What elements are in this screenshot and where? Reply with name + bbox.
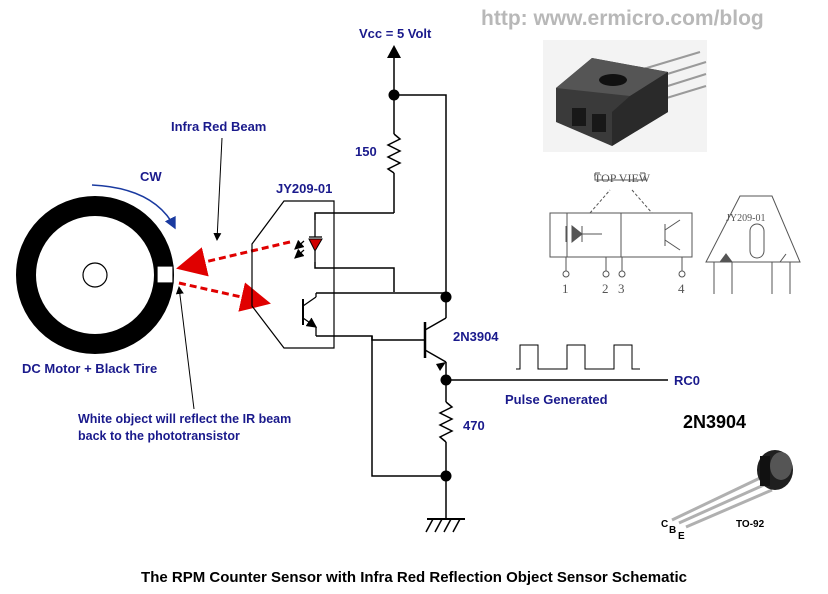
pin-label-3: 3 — [618, 281, 625, 296]
to92-transistor — [671, 450, 793, 529]
note-pointer — [175, 286, 195, 410]
pin-c-label: C — [661, 519, 668, 530]
reflective-marker — [156, 265, 174, 284]
pin-label-1: 1 — [562, 281, 569, 296]
sensor-package-outline — [705, 195, 801, 294]
note-line-1: White object will reflect the IR beam — [78, 412, 291, 426]
note-line-2: back to the phototransistor — [78, 429, 240, 443]
junction-dots — [388, 89, 452, 482]
pin-label-2: 2 — [602, 281, 609, 296]
pin-b-label: B — [669, 525, 676, 536]
to92-label: TO-92 — [736, 519, 765, 530]
rotation-arrow — [91, 184, 176, 230]
phototransistor — [302, 293, 318, 336]
vcc-label: Vcc = 5 Volt — [359, 26, 432, 41]
ir-beam-pointer — [213, 137, 223, 241]
ir-led — [294, 220, 323, 262]
transistor-label: 2N3904 — [453, 329, 499, 344]
transistor-emitter-arrow — [436, 362, 446, 371]
motor-tire — [16, 196, 174, 354]
sensor-body — [251, 200, 335, 349]
ir-beam-label: Infra Red Beam — [171, 119, 266, 134]
sensor-pinout — [549, 172, 693, 278]
top-view-label: TOP VIEW — [594, 171, 651, 185]
resistor-150-label: 150 — [355, 144, 377, 159]
sensor-label: JY209-01 — [276, 181, 332, 196]
vcc-arrow — [387, 45, 401, 58]
transistor-package-title: 2N3904 — [683, 412, 746, 432]
pulse-waveform — [516, 344, 640, 370]
circuit-wiring — [314, 52, 668, 519]
figure-caption: The RPM Counter Sensor with Infra Red Re… — [141, 569, 687, 586]
output-label: RC0 — [674, 373, 700, 388]
pin-e-label: E — [678, 531, 685, 542]
pulse-label: Pulse Generated — [505, 392, 608, 407]
sensor-photo — [543, 40, 707, 152]
ir-beam-reflected — [178, 281, 271, 312]
watermark-url: http: www.ermicro.com/blog — [481, 7, 764, 30]
resistor-470-label: 470 — [463, 418, 485, 433]
ir-beam-emitted — [176, 240, 291, 277]
motor-label: DC Motor + Black Tire — [22, 361, 157, 376]
ground-symbol — [425, 518, 465, 533]
pin-label-4: 4 — [678, 281, 685, 296]
package-label: JY209-01 — [726, 213, 765, 224]
cw-label: CW — [140, 169, 162, 184]
